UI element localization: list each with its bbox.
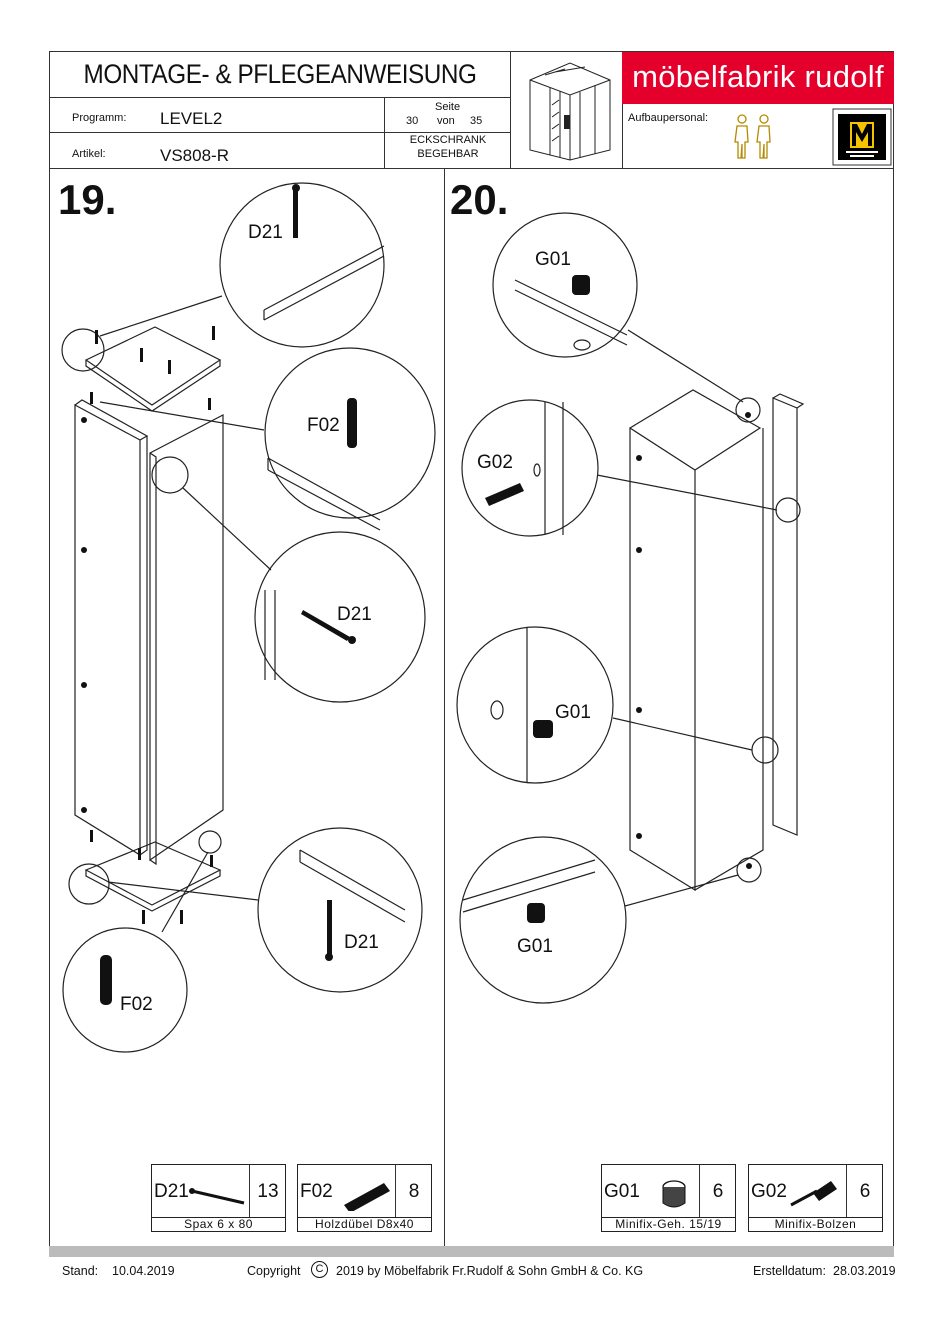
part-code-f02: F02 <box>300 1181 333 1202</box>
part-box-d21: D21 13 Spax 6 x 80 <box>151 1164 286 1232</box>
copyright-symbol: C <box>311 1261 328 1278</box>
quality-seal-icon <box>832 108 892 166</box>
copyright-text: 2019 by Möbelfabrik Fr.Rudolf & Sohn Gmb… <box>336 1264 644 1278</box>
artikel-value: VS808-R <box>160 146 229 165</box>
step-20-number: 20. <box>450 176 509 223</box>
two-persons-icon <box>734 114 771 159</box>
step-19-illustration: D21 F02 D21 D21 F02 <box>61 182 436 1053</box>
artikel-label: Artikel: <box>72 148 106 160</box>
step-19-callout-f02-bottom: F02 <box>120 994 153 1015</box>
part-qty-g01: 6 <box>712 1181 724 1202</box>
stand-date: 10.04.2019 <box>112 1264 175 1278</box>
step-19-callout-f02-top: F02 <box>307 415 340 436</box>
step-20-callout-g01-top: G01 <box>535 249 571 270</box>
step-19-callout-d21-mid: D21 <box>337 604 372 625</box>
cam-bolt-icon <box>790 1181 837 1207</box>
step-19-callout-d21-top: D21 <box>248 222 283 243</box>
step-20-illustration: G01 G02 G01 G01 <box>456 212 805 1004</box>
part-box-g01: G01 6 Minifix-Geh. 15/19 <box>601 1164 736 1232</box>
seite-label: Seite <box>435 101 461 113</box>
personal-label: Aufbaupersonal: <box>628 112 709 124</box>
page-total: 35 <box>470 115 483 127</box>
step-20-callout-g01-bottom: G01 <box>517 936 553 957</box>
part-code-d21: D21 <box>154 1181 189 1202</box>
page-current: 30 <box>406 115 419 127</box>
product-name-line1: ECKSCHRANK <box>409 134 487 146</box>
part-desc-g02: Minifix-Bolzen <box>749 1217 882 1231</box>
step-20-callout-g01-mid: G01 <box>555 702 591 723</box>
part-code-g02: G02 <box>751 1181 787 1202</box>
part-box-f02: F02 8 Holzdübel D8x40 <box>297 1164 432 1232</box>
cam-lock-icon <box>662 1180 686 1208</box>
step-19-callout-d21-bottom: D21 <box>344 932 379 953</box>
part-qty-d21: 13 <box>257 1181 279 1202</box>
part-desc-f02: Holzdübel D8x40 <box>298 1217 431 1231</box>
footer-bar <box>49 1246 894 1257</box>
programm-label: Programm: <box>72 112 127 124</box>
step-19-number: 19. <box>58 176 117 223</box>
document-title: MONTAGE- & PFLEGEANWEISUNG <box>83 59 477 89</box>
step-20-callout-g02: G02 <box>477 452 513 473</box>
part-desc-g01: Minifix-Geh. 15/19 <box>602 1217 735 1231</box>
programm-value: LEVEL2 <box>160 109 223 128</box>
part-qty-f02: 8 <box>408 1181 420 1202</box>
part-desc-d21: Spax 6 x 80 <box>152 1217 285 1231</box>
copyright-label: Copyright <box>247 1264 301 1278</box>
stand-label: Stand: <box>62 1264 99 1278</box>
part-box-g02: G02 6 Minifix-Bolzen <box>748 1164 883 1232</box>
page-von: von <box>437 115 455 127</box>
brand-logo: möbelfabrik rudolf <box>622 52 894 104</box>
erstell-label: Erstelldatum: <box>753 1264 826 1278</box>
screw-icon <box>189 1188 245 1205</box>
part-code-g01: G01 <box>604 1181 640 1202</box>
product-thumbnail-image <box>529 62 611 161</box>
part-qty-g02: 6 <box>859 1181 871 1202</box>
erstell-date: 28.03.2019 <box>833 1264 896 1278</box>
dowel-icon <box>344 1183 390 1211</box>
product-name-line2: BEGEHBAR <box>417 148 479 160</box>
